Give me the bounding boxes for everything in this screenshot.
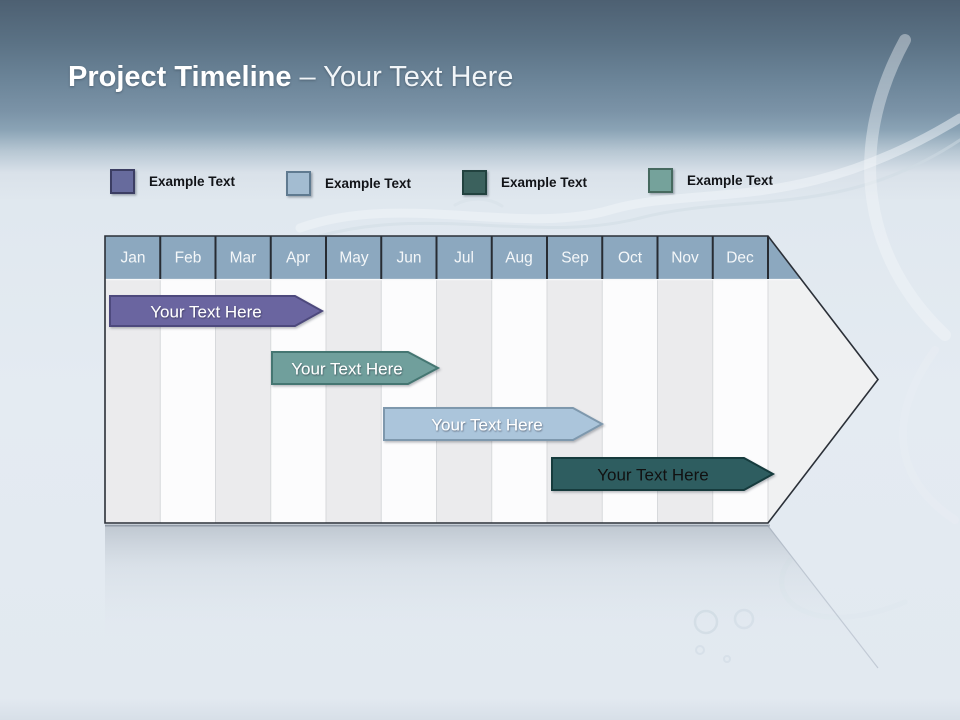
task-bar-4[interactable] bbox=[551, 457, 776, 491]
month-header-cell[interactable]: Jul bbox=[454, 250, 474, 267]
task-bar-label-1[interactable]: Your Text Here bbox=[150, 303, 262, 322]
month-header-cell[interactable]: Mar bbox=[230, 250, 257, 267]
task-bar-label-2[interactable]: Your Text Here bbox=[291, 360, 403, 379]
month-header-cell[interactable]: Sep bbox=[561, 250, 589, 267]
legend-label: Example Text bbox=[149, 174, 236, 189]
table-reflection bbox=[105, 524, 879, 720]
title-suffix: – Your Text Here bbox=[299, 61, 514, 93]
month-header-separators bbox=[159, 236, 769, 279]
month-header-band bbox=[105, 236, 825, 279]
month-header-cell[interactable]: Apr bbox=[286, 250, 310, 267]
legend-item-1[interactable]: Example Text bbox=[110, 169, 235, 194]
month-header-cell[interactable]: Jan bbox=[121, 250, 146, 267]
task-bar-label-3[interactable]: Your Text Here bbox=[431, 416, 543, 435]
task-bars: Your Text Here Your Text Here Your Text … bbox=[109, 295, 776, 491]
title-main: Project Timeline bbox=[68, 61, 292, 93]
task-bar-2[interactable] bbox=[271, 351, 441, 385]
task-bar-1[interactable] bbox=[109, 295, 325, 327]
month-header-cell[interactable]: Dec bbox=[726, 250, 754, 267]
month-header-cell[interactable]: May bbox=[339, 250, 369, 267]
month-header-cell[interactable]: Feb bbox=[175, 250, 202, 267]
month-header-cell[interactable]: Aug bbox=[505, 250, 533, 267]
page-title[interactable]: Project Timeline– Your Text Here bbox=[68, 60, 513, 95]
timeline-arrow-outline bbox=[104, 235, 880, 524]
month-header-cell[interactable]: Oct bbox=[618, 250, 643, 267]
legend-swatch-purple-icon bbox=[110, 169, 135, 194]
month-header-cell[interactable]: Jun bbox=[397, 250, 422, 267]
month-header-cell[interactable]: Nov bbox=[671, 250, 699, 267]
task-bar-3[interactable] bbox=[383, 407, 605, 441]
task-bar-label-4[interactable]: Your Text Here bbox=[597, 466, 709, 485]
